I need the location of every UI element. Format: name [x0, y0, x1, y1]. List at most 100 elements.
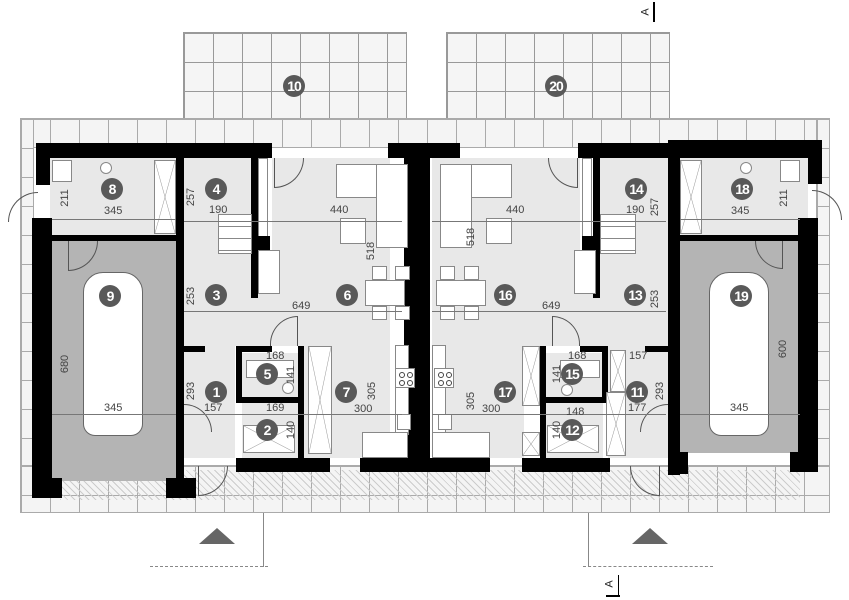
- fridge-left: [308, 346, 332, 454]
- chair-l1: [372, 266, 387, 280]
- fireplace-left: [258, 158, 268, 244]
- dim-649-left: 649: [292, 300, 311, 312]
- dim-4-height: 257: [185, 187, 198, 207]
- stairs-left: [218, 214, 252, 254]
- wall-top-right-b: [668, 140, 822, 158]
- dim-12-height: 140: [551, 420, 564, 440]
- dim-9-width: 345: [104, 402, 123, 414]
- wall-bottom-left-a: [236, 458, 330, 472]
- dim-16-height: 518: [465, 227, 478, 247]
- kitchen-counter-left-bottom: [362, 432, 408, 458]
- kitchen-counter-right-bottom: [432, 432, 490, 458]
- wall-garage-left-stub: [166, 478, 196, 498]
- room-badge-20: 20: [545, 75, 567, 97]
- section-marker-top: A: [640, 2, 656, 22]
- room-badge-3: 3: [205, 284, 227, 306]
- dim-11-height: 293: [654, 381, 667, 401]
- door-8-exterior[interactable]: [8, 192, 38, 222]
- wall-right-outer: [798, 218, 818, 472]
- cabinet-15: [610, 350, 626, 392]
- wall-18-19: [680, 235, 798, 241]
- dim-5-height: 141: [285, 365, 298, 385]
- room-badge-18: 18: [731, 178, 753, 200]
- wall-11-stub: [645, 346, 668, 352]
- section-marker-bottom: A: [604, 575, 620, 597]
- wall-bath-5-top: [236, 346, 272, 352]
- wall-bottom-right-b: [522, 458, 610, 472]
- room-badge-10: 10: [283, 75, 305, 97]
- dim-14-width: 190: [626, 204, 645, 216]
- toilet-15: [561, 384, 573, 396]
- dimline-16: [432, 221, 666, 222]
- dim-4-width: 190: [209, 204, 228, 216]
- dim-7-height: 305: [366, 381, 379, 401]
- dim-11-width-top: 157: [629, 350, 648, 362]
- dimline-1: [184, 414, 402, 415]
- cabinet-11: [606, 392, 626, 456]
- wall-bath-15-top: [580, 346, 606, 352]
- dimline-649-left: [184, 311, 402, 312]
- sink-left-icon: [397, 414, 411, 430]
- room-badge-2: 2: [256, 419, 278, 441]
- party-wall: [390, 143, 432, 158]
- fireplace-right: [582, 158, 592, 244]
- dimline-9: [52, 414, 176, 415]
- cabinet-right-low: [522, 432, 540, 456]
- boiler-8: [100, 162, 112, 174]
- wall-bath-15-bottom: [540, 397, 606, 403]
- dimline-19: [680, 414, 800, 415]
- dining-table-right: [436, 280, 486, 306]
- dim-16-width: 440: [506, 204, 525, 216]
- wall-8-9: [50, 235, 177, 241]
- dim-649-right: 649: [542, 300, 561, 312]
- room-badge-4: 4: [205, 178, 227, 200]
- dim-15-width: 168: [568, 350, 587, 362]
- stairs-right: [600, 214, 636, 254]
- dim-9-height: 680: [59, 354, 72, 374]
- dim-12-width: 148: [566, 406, 585, 418]
- dim-1-height: 293: [185, 381, 198, 401]
- wall-top-right-a: [578, 143, 670, 158]
- coffee-table-left: [340, 218, 366, 244]
- door-18-exterior[interactable]: [812, 190, 842, 220]
- room-badge-14: 14: [625, 178, 647, 200]
- room-badge-1: 1: [205, 381, 227, 403]
- dim-7-width: 300: [354, 403, 373, 415]
- sink-18: [780, 160, 800, 182]
- chair-r3: [440, 306, 455, 320]
- dim-8-height: 211: [58, 189, 71, 207]
- dim-19-height: 600: [777, 339, 790, 359]
- dim-8-width: 345: [104, 205, 123, 217]
- wall-stair-right: [593, 158, 600, 298]
- lot-line-right: [588, 513, 589, 567]
- dim-2-width: 169: [266, 402, 285, 414]
- wall-bath-5: [236, 346, 242, 402]
- dim-1-width: 157: [204, 402, 223, 414]
- room-badge-13: 13: [624, 284, 646, 306]
- chair-r4: [464, 306, 479, 320]
- fridge-right: [522, 346, 540, 406]
- wall-left-outer: [32, 218, 52, 498]
- dim-6-width: 440: [330, 204, 349, 216]
- room-badge-12: 12: [561, 419, 583, 441]
- wall-garage-right-stub: [668, 452, 688, 474]
- wall-bath-5-bottom: [236, 397, 304, 403]
- room-badge-6: 6: [336, 284, 358, 306]
- wall-garage-left-inner: [176, 158, 184, 498]
- toilet-5: [282, 382, 294, 394]
- chimney-left: [258, 236, 270, 250]
- dimline-18: [680, 219, 800, 220]
- stove-left-icon: [395, 368, 415, 388]
- lot-dash-left: [150, 566, 268, 567]
- wall-top-left: [36, 143, 272, 158]
- wall-garage-right-inner: [668, 140, 680, 475]
- cabinet-18: [680, 160, 702, 234]
- chimney-right: [582, 236, 594, 250]
- boiler-18: [740, 162, 752, 174]
- chair-r1: [440, 266, 455, 280]
- dim-18-width: 345: [731, 205, 750, 217]
- dimline-11: [432, 414, 666, 415]
- room-1-vestibule: [183, 346, 235, 458]
- cabinet-8: [154, 160, 176, 234]
- dim-11-width: 177: [628, 402, 647, 414]
